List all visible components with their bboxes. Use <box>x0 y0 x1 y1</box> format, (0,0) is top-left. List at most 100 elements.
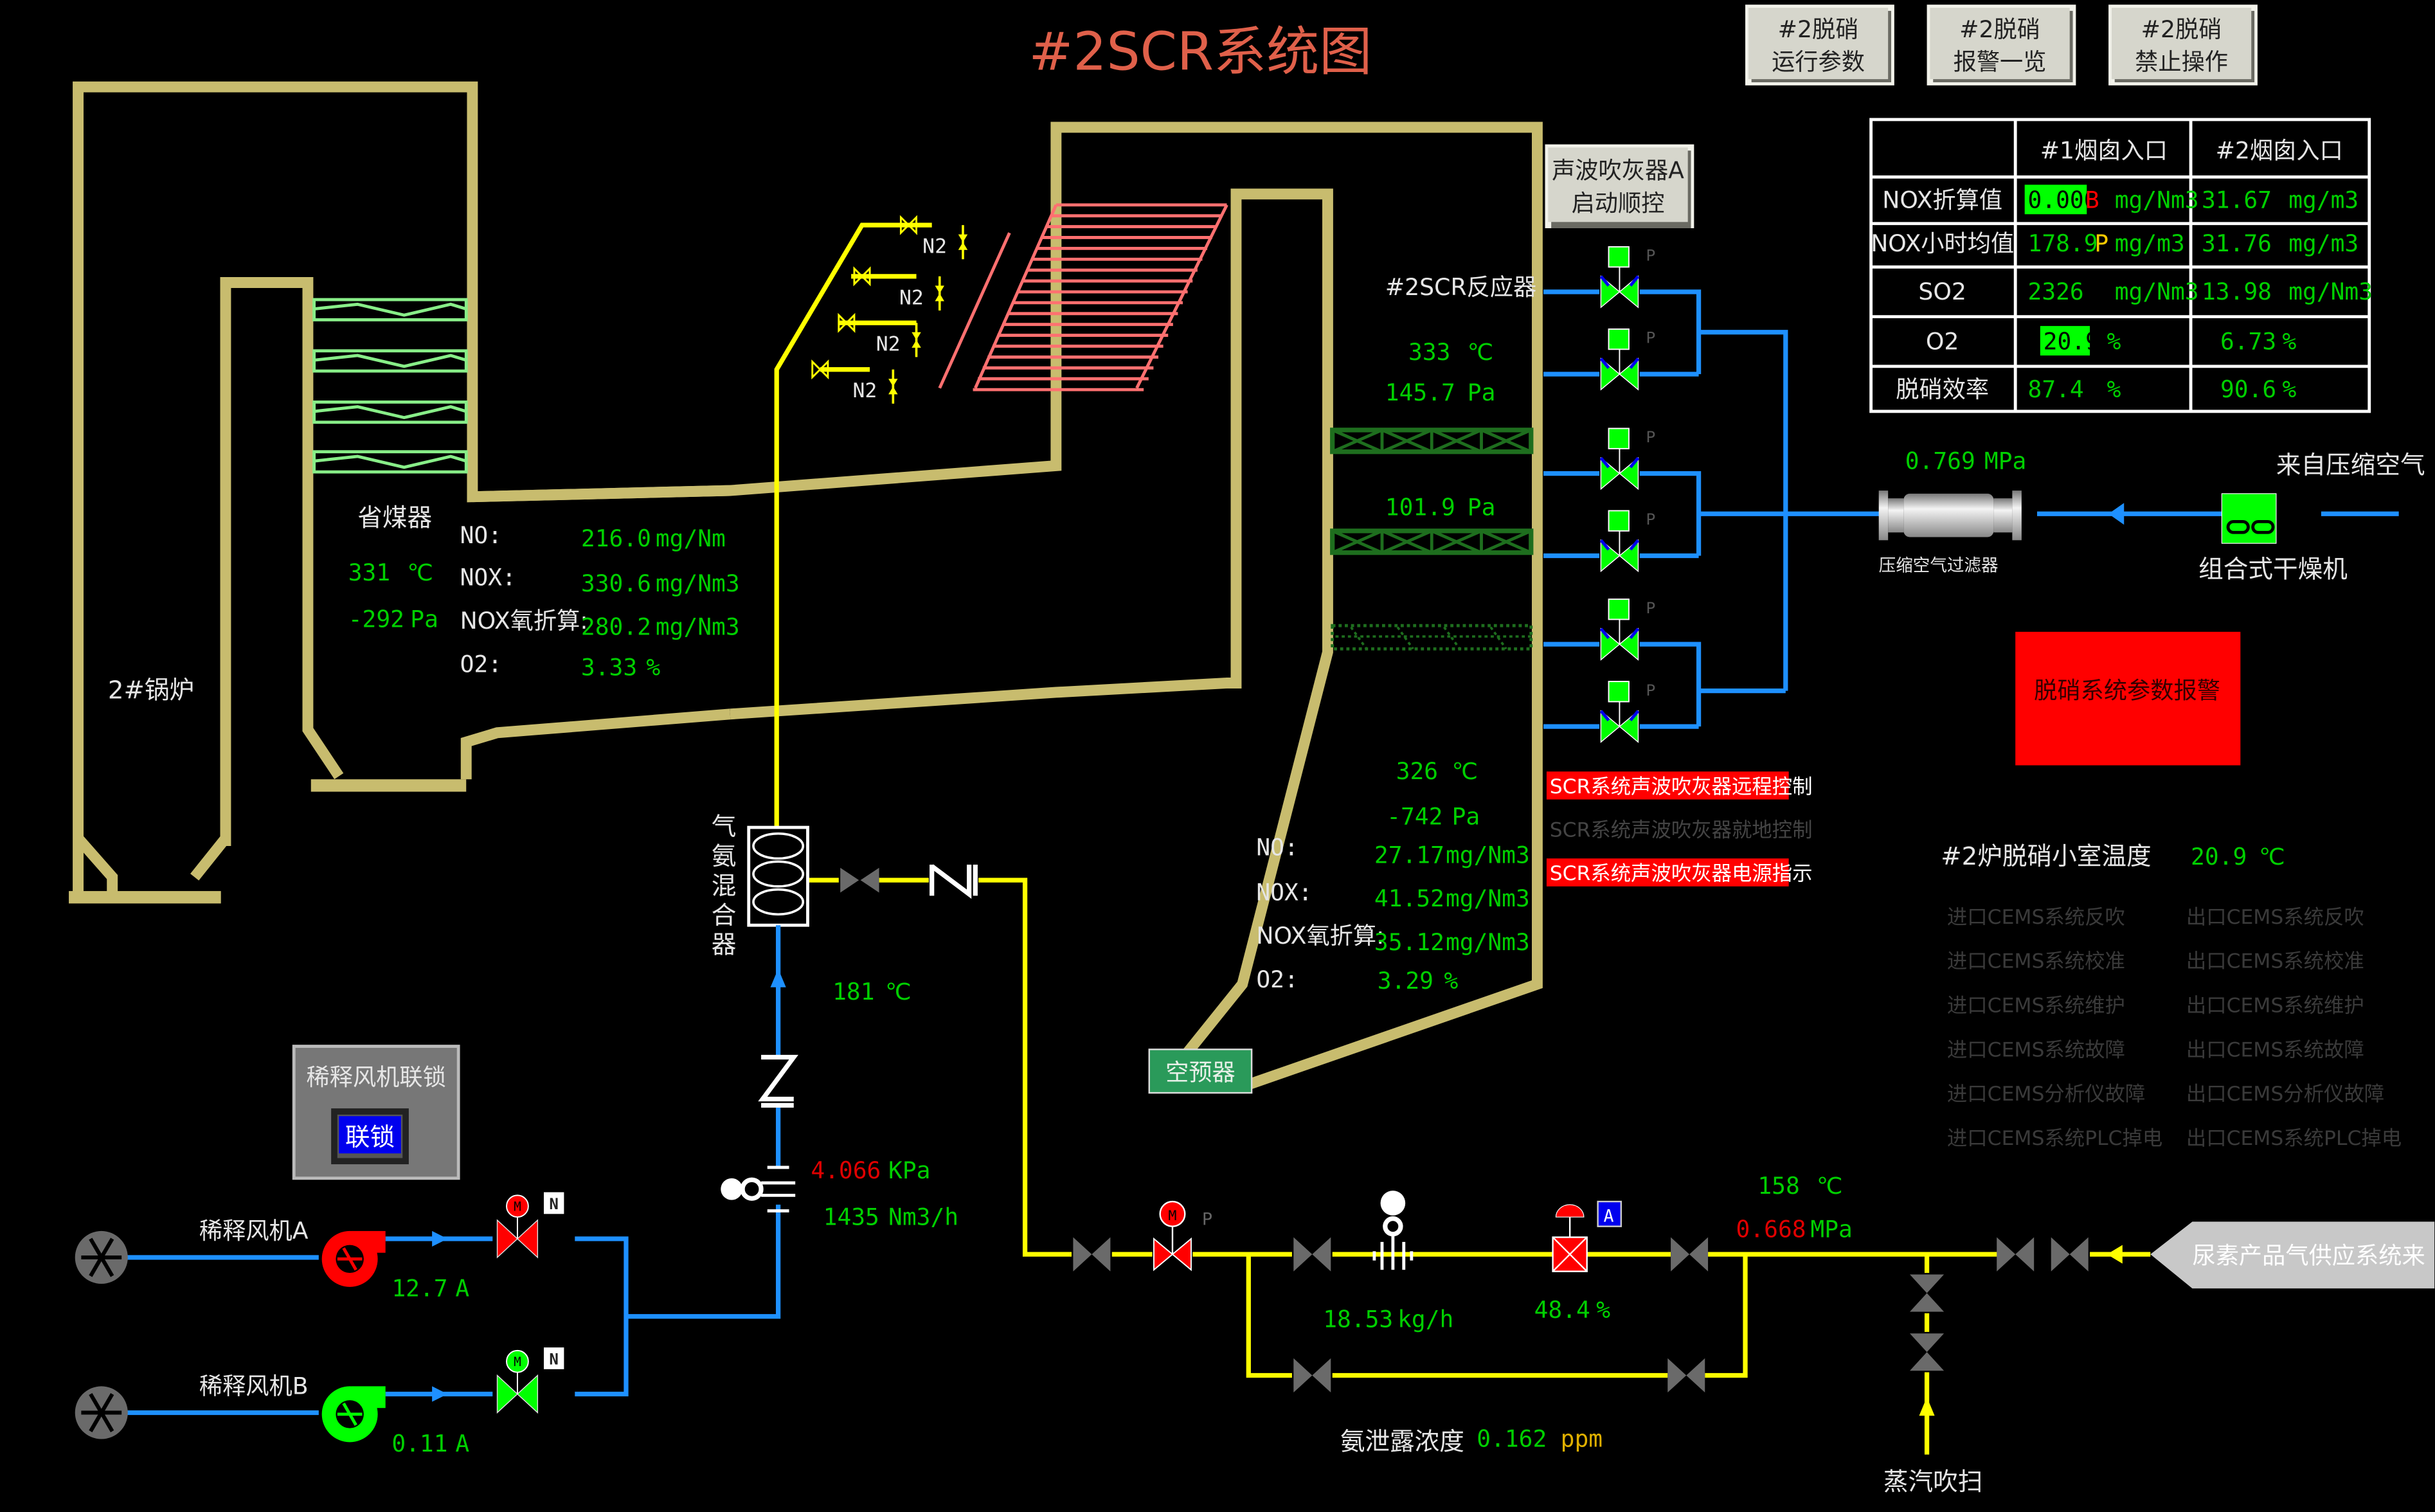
valve-tag: P <box>1646 329 1655 347</box>
sootblower-valve-5[interactable]: P <box>1599 598 1655 661</box>
sootblower-a-start-button[interactable]: 声波吹灰器A 启动顺控 <box>1545 144 1694 228</box>
stack1-value: 2326 <box>2028 278 2084 305</box>
fan-current: 12.7 <box>391 1274 447 1302</box>
aig-manual-valve-icon[interactable] <box>838 312 856 333</box>
check-valve-icon <box>930 864 978 899</box>
manual-valve-icon[interactable] <box>1671 1237 1709 1272</box>
ammonia-leak-label: 氨泄露浓度 <box>1340 1427 1464 1456</box>
sootblower-valve-2[interactable]: P <box>1599 328 1655 391</box>
cems-inlet-status: 进口CEMS系统反吹 <box>1947 906 2125 929</box>
flow-arrow-icon <box>1919 1397 1935 1416</box>
svg-text:35.12: 35.12 <box>1374 928 1444 956</box>
svg-text:NOX氧折算:: NOX氧折算: <box>1256 922 1384 950</box>
unit-label: ℃ <box>885 978 912 1005</box>
actuator-label: M <box>1168 1208 1176 1224</box>
manual-valve-icon[interactable] <box>1997 1237 2035 1272</box>
air-preheater[interactable]: 空预器 <box>1148 1048 1253 1094</box>
cems-outlet-status: 出口CEMS系统故障 <box>2186 1038 2364 1061</box>
dilution-fan-a[interactable] <box>321 1230 386 1287</box>
cems-outlet-status: 出口CEMS系统校准 <box>2186 950 2364 973</box>
unit-label: Pa <box>1452 802 1480 830</box>
unit-label: A <box>455 1430 469 1457</box>
cems-inlet-status: 进口CEMS系统PLC掉电 <box>1947 1127 2162 1150</box>
nav-button-inhibit-ops[interactable]: #2脱硝 禁止操作 <box>2108 4 2258 86</box>
valve-tag: P <box>1646 510 1655 528</box>
table-header: #1烟囱入口 <box>2040 136 2168 164</box>
svg-text:氨: 氨 <box>712 842 737 871</box>
sootblower-valve-4[interactable]: P <box>1599 510 1655 573</box>
ammonia-control-valve[interactable] <box>1552 1204 1588 1272</box>
flow-arrow-icon <box>770 968 786 987</box>
steam-purge-valve-icon[interactable] <box>1909 1274 1945 1312</box>
denox-param-alarm-button[interactable]: 脱硝系统参数报警 <box>2015 631 2241 766</box>
nav-button-alarm-list[interactable]: #2脱硝 报警一览 <box>1927 4 2076 86</box>
table-header: #2烟囱入口 <box>2216 136 2343 164</box>
economizer-temp-unit: ℃ <box>407 559 433 586</box>
row-label: SO2 <box>1918 278 1966 305</box>
stack2-value: 90.6 <box>2220 375 2276 403</box>
reactor-inlet-press: 145.7 <box>1385 379 1455 406</box>
economizer-coils <box>312 298 468 474</box>
flow-arrow-icon <box>432 1386 448 1402</box>
cems-outlet-status: 出口CEMS系统维护 <box>2186 994 2364 1017</box>
combined-dryer[interactable] <box>2221 493 2277 544</box>
catalyst-layer-3-reserve <box>1331 624 1533 651</box>
aig-manual-valve-icon[interactable] <box>899 215 917 235</box>
stack1-unit: % <box>2107 327 2121 355</box>
stack2-unit: % <box>2283 375 2297 403</box>
manual-valve-icon[interactable] <box>1073 1237 1111 1272</box>
svg-text:NOX氧折算:: NOX氧折算: <box>460 607 588 634</box>
stack1-unit: mg/m3 <box>2115 230 2185 257</box>
urea-supply-source-link[interactable]: 尿素产品气供应系统来 <box>2150 1221 2435 1289</box>
boiler-furnace <box>69 81 731 904</box>
nav-button-label: #2脱硝 <box>2141 15 2222 43</box>
svg-text:混: 混 <box>712 872 737 901</box>
row-label: NOX折算值 <box>1882 186 2002 214</box>
unit-label: ℃ <box>2259 843 2285 870</box>
manual-mode-badge[interactable]: N <box>543 1192 564 1214</box>
ammonia-air-mixer[interactable] <box>747 825 809 927</box>
manual-valve-icon[interactable] <box>1293 1358 1331 1393</box>
stack1-value: 87.4 <box>2028 375 2084 403</box>
ammonia-air-lines <box>774 222 2151 1455</box>
reactor-label: #2SCR反应器 <box>1385 273 1537 301</box>
fan-outlet-valve-a[interactable]: M <box>496 1194 539 1259</box>
svg-text:330.6: 330.6 <box>581 570 651 597</box>
n2-label: N2 <box>899 286 924 309</box>
interlock-toggle-button[interactable]: 联锁 <box>331 1108 409 1165</box>
nav-button-run-params[interactable]: #2脱硝 运行参数 <box>1745 4 1894 86</box>
svg-text:mg/Nm3: mg/Nm3 <box>656 613 740 641</box>
dilution-fan-b[interactable] <box>321 1386 386 1443</box>
sootblower-valve-1[interactable]: P <box>1599 246 1655 309</box>
ammonia-shutoff-valve[interactable]: M <box>1153 1200 1192 1272</box>
compressed-air-filter[interactable] <box>1878 491 2022 541</box>
economizer-label: 省煤器 <box>357 504 432 533</box>
unit-label: A <box>455 1274 469 1302</box>
flow-arrow-icon <box>432 1230 448 1247</box>
aig-manual-valve-icon[interactable] <box>853 266 871 287</box>
svg-text:mg/Nm: mg/Nm <box>656 525 726 552</box>
manual-mode-badge[interactable]: N <box>543 1347 564 1369</box>
control-valve-opening: 48.4 <box>1534 1296 1590 1324</box>
row-label: NOX小时均值 <box>1871 230 2014 257</box>
sootblower-valve-3[interactable]: P <box>1599 428 1655 491</box>
steam-purge-valve-icon[interactable] <box>1909 1333 1945 1371</box>
economizer-press-value: -292 <box>348 606 404 633</box>
aig-manual-valve-icon[interactable] <box>811 359 829 380</box>
button-label: 声波吹灰器A <box>1552 157 1684 184</box>
row-label: 脱硝效率 <box>1896 375 1989 403</box>
n2-label: N2 <box>853 379 877 402</box>
sootblower-air-manifold <box>1543 289 2399 729</box>
room-temp-value: 20.9 <box>2191 843 2247 870</box>
auto-mode-badge[interactable]: A <box>1597 1200 1622 1227</box>
mode-label: A <box>1604 1206 1614 1226</box>
manual-valve-icon[interactable] <box>1667 1358 1705 1393</box>
manual-valve-icon[interactable] <box>840 867 879 893</box>
valve-tag: P <box>1646 599 1655 617</box>
manual-valve-icon[interactable] <box>2051 1237 2089 1272</box>
n2-label: N2 <box>876 333 901 356</box>
sootblower-valve-6[interactable]: P <box>1599 681 1655 743</box>
fan-outlet-valve-b[interactable]: M <box>496 1349 539 1414</box>
manual-valve-icon[interactable] <box>1293 1237 1331 1272</box>
